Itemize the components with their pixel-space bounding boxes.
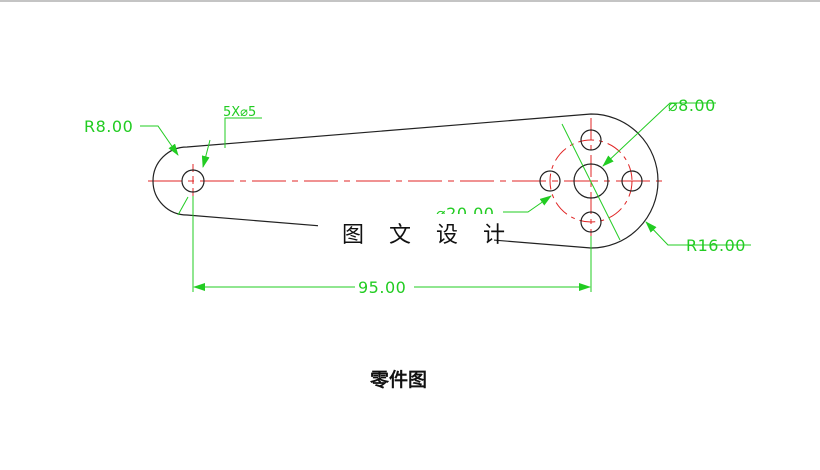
hole-note-label: 5X⌀5 xyxy=(223,105,256,120)
watermark-backdrop xyxy=(318,214,494,252)
dimension-lines xyxy=(140,102,751,292)
link-body-outline xyxy=(152,113,659,249)
part-outline xyxy=(152,113,659,249)
pitch-circle xyxy=(549,139,633,223)
top-hole xyxy=(580,129,602,151)
right-small-hole xyxy=(621,170,643,192)
hole-note-leader xyxy=(224,117,262,148)
center-dia-label: ⌀8.00 xyxy=(668,96,716,115)
r16-leader xyxy=(645,221,751,246)
centerlines xyxy=(148,118,668,244)
center-dia-diagonal xyxy=(561,123,621,241)
left-radius-label: R8.00 xyxy=(84,117,133,136)
left-small-hole xyxy=(539,170,561,192)
left-hole xyxy=(181,169,205,193)
center-hole xyxy=(573,163,609,199)
watermark-text: 图 文 设 计 xyxy=(342,223,514,248)
bottom-hole xyxy=(580,211,602,233)
length-label: 95.00 xyxy=(358,278,406,297)
hole-note-leader-tail xyxy=(177,196,189,216)
center-dia-leader xyxy=(602,102,716,167)
r8-leader xyxy=(140,125,179,156)
hole-note-leader-tip xyxy=(201,139,211,168)
figure-caption: 零件图 xyxy=(369,368,427,391)
pcd-leader xyxy=(503,195,552,213)
right-radius-label: R16.00 xyxy=(686,236,746,255)
